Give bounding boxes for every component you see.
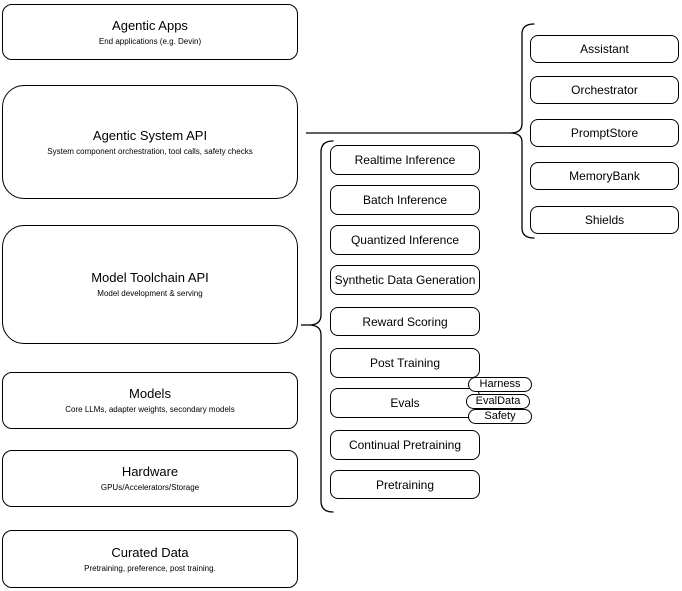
node-pretraining: Pretraining xyxy=(330,470,480,499)
tag-safety: Safety xyxy=(468,409,532,424)
node-promptstore: PromptStore xyxy=(530,119,679,147)
node-shields: Shields xyxy=(530,206,679,234)
node-subtitle: Model development & serving xyxy=(97,289,203,298)
node-continual-pretraining: Continual Pretraining xyxy=(330,430,480,460)
node-realtime-inference: Realtime Inference xyxy=(330,145,480,175)
node-reward-scoring: Reward Scoring xyxy=(330,307,480,336)
tag-evaldata: EvalData xyxy=(466,394,530,409)
toolchain-group-bracket xyxy=(308,140,334,513)
node-post-training: Post Training xyxy=(330,348,480,378)
node-agentic-system-api: Agentic System API System component orch… xyxy=(2,85,298,199)
node-quantized-inference: Quantized Inference xyxy=(330,225,480,255)
node-subtitle: Core LLMs, adapter weights, secondary mo… xyxy=(65,405,235,414)
node-batch-inference: Batch Inference xyxy=(330,185,480,215)
node-title: Model Toolchain API xyxy=(91,270,209,285)
node-hardware: Hardware GPUs/Accelerators/Storage xyxy=(2,450,298,507)
node-orchestrator: Orchestrator xyxy=(530,76,679,104)
node-title: Agentic Apps xyxy=(112,17,188,33)
node-subtitle: System component orchestration, tool cal… xyxy=(47,146,253,156)
node-subtitle: GPUs/Accelerators/Storage xyxy=(100,483,200,492)
node-subtitle: End applications (e.g. Devin) xyxy=(98,36,202,46)
system-group-bracket xyxy=(509,23,535,239)
node-title: Hardware xyxy=(121,464,179,479)
node-agentic-apps: Agentic Apps End applications (e.g. Devi… xyxy=(2,4,298,60)
node-evals: Evals xyxy=(330,388,480,418)
node-subtitle: Pretraining, preference, post training. xyxy=(84,563,216,573)
node-assistant: Assistant xyxy=(530,35,679,63)
node-title: Curated Data xyxy=(111,544,189,560)
node-model-toolchain-api: Model Toolchain API Model development & … xyxy=(2,225,298,344)
node-title: Models xyxy=(129,386,171,401)
node-memorybank: MemoryBank xyxy=(530,162,679,190)
node-models: Models Core LLMs, adapter weights, secon… xyxy=(2,372,298,429)
tag-harness: Harness xyxy=(468,377,532,392)
node-curated-data: Curated Data Pretraining, preference, po… xyxy=(2,530,298,588)
node-synthetic-data-generation: Synthetic Data Generation xyxy=(330,265,480,295)
node-title: Agentic System API xyxy=(92,127,208,143)
